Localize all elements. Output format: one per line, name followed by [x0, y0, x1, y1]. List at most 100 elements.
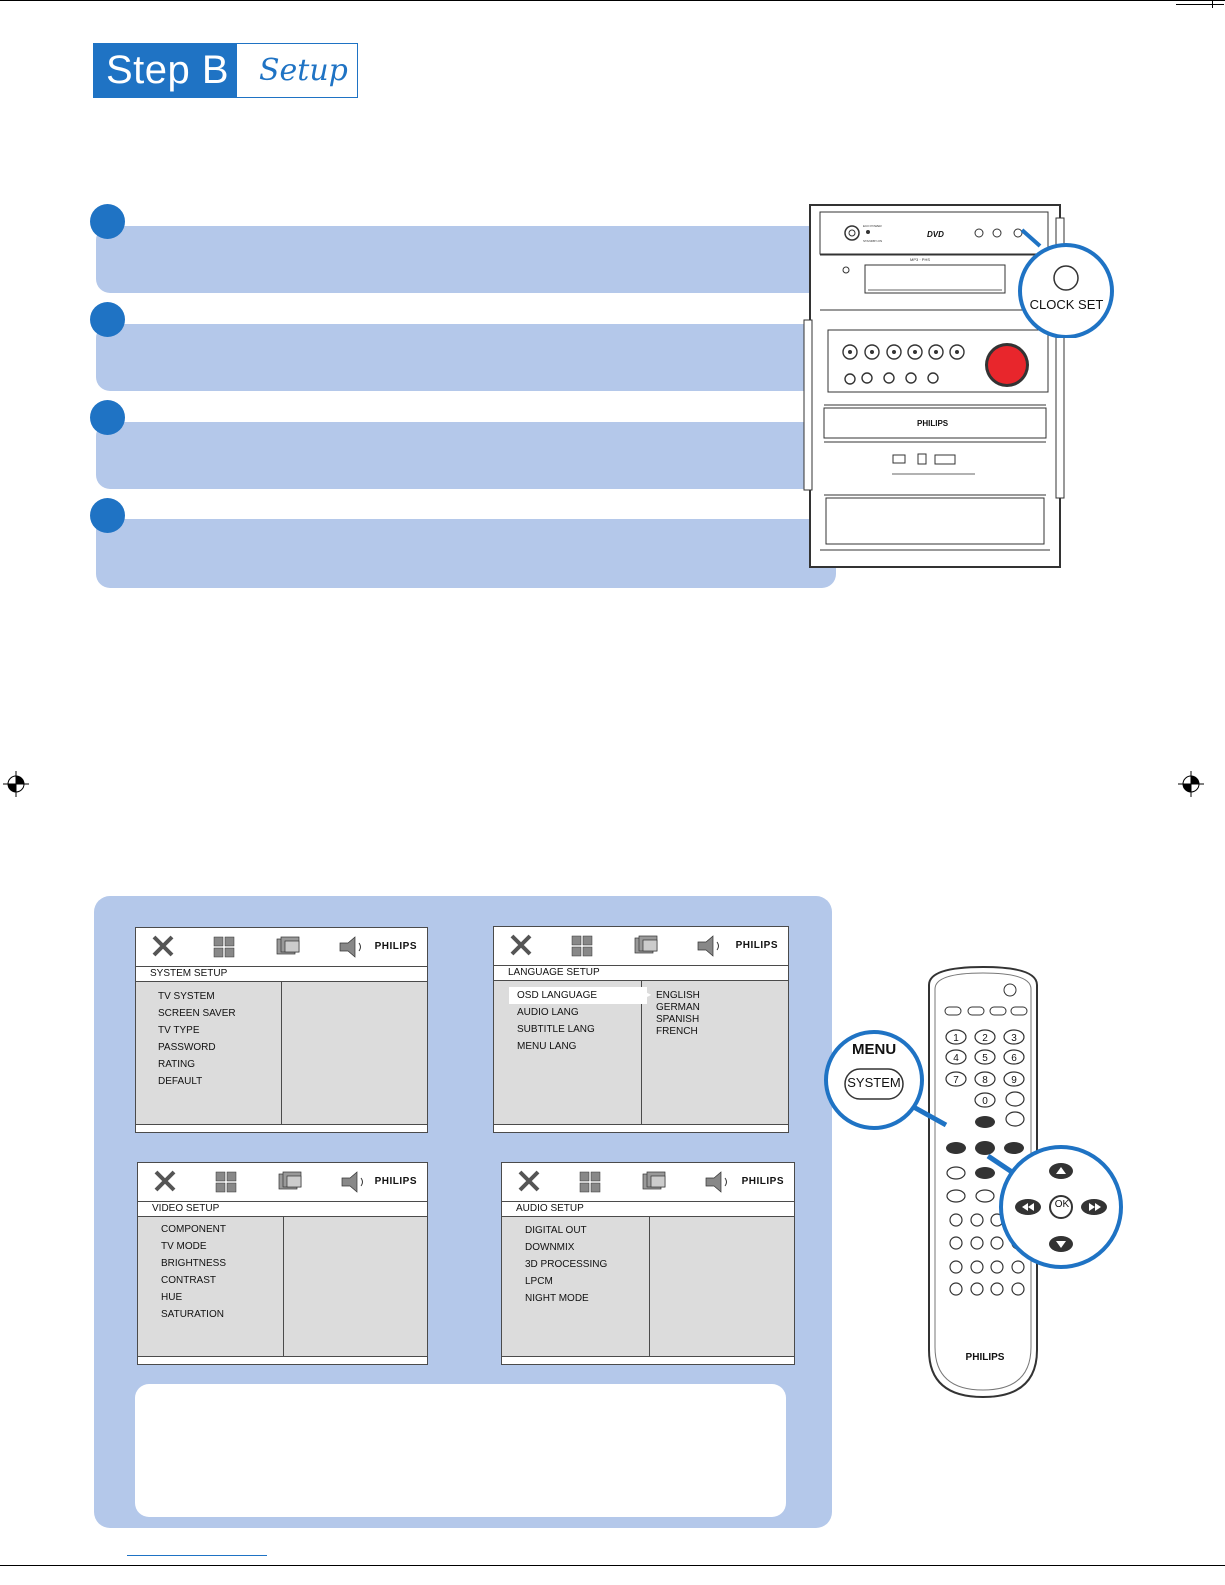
osd-menu-item[interactable]: TV SYSTEM — [158, 991, 215, 1002]
menu-system-callout — [824, 1030, 948, 1130]
remote-key-4: 4 — [953, 1053, 959, 1064]
osd-screen-audio-setup: PHILIPS AUDIO SETUP DIGITAL OUT DOWNMIX … — [501, 1162, 795, 1365]
osd-menu-item[interactable]: LPCM — [525, 1276, 553, 1287]
remote-control-illustration: 1 2 3 4 5 6 7 8 9 0 PHILIPS — [928, 965, 1038, 1399]
osd-menu-item[interactable]: TV MODE — [161, 1241, 207, 1252]
remote-key-6: 6 — [1011, 1053, 1017, 1064]
osd-icon-row — [152, 935, 361, 958]
osd-menu-list: DIGITAL OUT DOWNMIX 3D PROCESSING LPCM N… — [525, 1222, 607, 1307]
osd-menu-item[interactable]: MENU LANG — [517, 1041, 577, 1052]
remote-key-3: 3 — [1011, 1033, 1017, 1044]
osd-menu-item[interactable]: DOWNMIX — [525, 1242, 575, 1253]
osd-screen-language-setup: PHILIPS LANGUAGE SETUP OSD LANGUAGE AUDI… — [493, 926, 789, 1133]
remote-key-9: 9 — [1011, 1075, 1017, 1086]
page-header: Step B Setup — [93, 43, 358, 98]
osd-option[interactable]: FRENCH — [656, 1026, 698, 1037]
tools-icon — [152, 935, 174, 957]
device-brand: PHILIPS — [917, 419, 949, 428]
fast-forward-icon — [1089, 1203, 1101, 1211]
ok-button[interactable]: OK — [1054, 1199, 1070, 1210]
power-icon — [1003, 983, 1017, 997]
step-number-1 — [90, 204, 125, 239]
registration-mark-icon — [3, 771, 29, 797]
osd-title: VIDEO SETUP — [138, 1201, 427, 1217]
osd-option[interactable]: GERMAN — [656, 1002, 700, 1013]
osd-menu-item[interactable]: CONTRAST — [161, 1275, 216, 1286]
osd-brand: PHILIPS — [735, 940, 778, 951]
osd-option[interactable]: ENGLISH — [656, 990, 700, 1001]
osd-menu-list: OSD LANGUAGE AUDIO LANG SUBTITLE LANG ME… — [509, 987, 647, 1055]
tv-icon — [634, 935, 658, 954]
page-title: Setup — [259, 53, 348, 88]
svg-text:ECO POWER: ECO POWER — [863, 224, 883, 228]
tools-icon — [518, 1170, 540, 1192]
osd-menu-item[interactable]: NIGHT MODE — [525, 1293, 589, 1304]
remote-key-1: 1 — [953, 1033, 959, 1044]
grid-icon — [571, 935, 593, 957]
speaker-icon — [339, 936, 361, 958]
svg-text:STANDBY-ON: STANDBY-ON — [863, 239, 882, 243]
step-band-1 — [96, 226, 836, 293]
osd-menu-item[interactable]: TV TYPE — [158, 1025, 200, 1036]
arrow-down-icon — [1056, 1241, 1066, 1248]
osd-menu-list: COMPONENT TV MODE BRIGHTNESS CONTRAST HU… — [161, 1221, 226, 1323]
clock-set-label: CLOCK SET — [1029, 297, 1104, 312]
osd-brand: PHILIPS — [374, 1176, 417, 1187]
osd-option[interactable]: SPANISH — [656, 1014, 700, 1025]
osd-icon-row — [518, 1170, 727, 1193]
tv-icon — [278, 1171, 302, 1190]
step-number-2 — [90, 302, 125, 337]
remote-key-2: 2 — [982, 1033, 988, 1044]
speaker-icon — [705, 1171, 727, 1193]
osd-option-list: ENGLISH GERMAN SPANISH FRENCH — [656, 990, 700, 1038]
osd-screen-video-setup: PHILIPS VIDEO SETUP COMPONENT TV MODE BR… — [137, 1162, 428, 1365]
osd-menu-item[interactable]: DEFAULT — [158, 1076, 203, 1087]
menu-label: MENU — [852, 1041, 897, 1058]
step-number-3 — [90, 400, 125, 435]
osd-screen-system-setup: PHILIPS SYSTEM SETUP TV SYSTEM SCREEN SA… — [135, 927, 428, 1133]
speaker-icon — [341, 1171, 363, 1193]
system-button[interactable]: SYSTEM — [847, 1075, 901, 1090]
step-band-2 — [96, 324, 836, 391]
navigation-keys-callout — [986, 1145, 1123, 1269]
osd-menu-item[interactable]: COMPONENT — [161, 1224, 226, 1235]
remote-key-0: 0 — [982, 1096, 988, 1107]
remote-key-5: 5 — [982, 1053, 988, 1064]
osd-menu-item[interactable]: HUE — [161, 1292, 183, 1303]
osd-menu-item[interactable]: SUBTITLE LANG — [517, 1024, 595, 1035]
osd-menu-item[interactable]: 3D PROCESSING — [525, 1259, 608, 1270]
step-label: Step B — [94, 44, 237, 97]
chevron-right-icon: ▶ — [645, 990, 652, 999]
osd-menu-item[interactable]: SATURATION — [161, 1309, 224, 1320]
osd-menu-list: TV SYSTEM SCREEN SAVER TV TYPE PASSWORD … — [158, 988, 236, 1090]
clock-set-callout — [1018, 228, 1114, 338]
tools-icon — [510, 934, 532, 956]
osd-menu-item[interactable]: SCREEN SAVER — [158, 1008, 236, 1019]
grid-icon — [579, 1171, 601, 1193]
osd-title: LANGUAGE SETUP — [494, 965, 788, 981]
osd-menu-item[interactable]: DIGITAL OUT — [525, 1225, 587, 1236]
osd-icon-row — [154, 1170, 363, 1193]
tv-icon — [276, 936, 300, 955]
tools-icon — [154, 1170, 176, 1192]
rewind-icon — [1022, 1203, 1034, 1211]
osd-menu-item-selected[interactable]: OSD LANGUAGE — [509, 987, 647, 1004]
device-illustration: ECO POWER STANDBY-ON DVD MP3 · PHS PHILI… — [803, 204, 1065, 568]
osd-brand: PHILIPS — [374, 941, 417, 952]
grid-icon — [215, 1171, 237, 1193]
step-band-4 — [96, 519, 836, 588]
step-number-4 — [90, 498, 125, 533]
registration-mark-icon — [1178, 771, 1204, 797]
note-box — [135, 1384, 786, 1517]
osd-menu-item[interactable]: BRIGHTNESS — [161, 1258, 227, 1269]
grid-icon — [213, 936, 235, 958]
remote-brand: PHILIPS — [966, 1352, 1005, 1363]
osd-menu-item[interactable]: RATING — [158, 1059, 196, 1070]
osd-menu-item[interactable]: PASSWORD — [158, 1042, 216, 1053]
remote-key-8: 8 — [982, 1075, 988, 1086]
tv-icon — [642, 1171, 666, 1190]
osd-title: SYSTEM SETUP — [136, 966, 427, 982]
dvd-logo: DVD — [927, 230, 944, 239]
osd-menu-item[interactable]: AUDIO LANG — [517, 1007, 579, 1018]
remote-key-7: 7 — [953, 1075, 959, 1086]
